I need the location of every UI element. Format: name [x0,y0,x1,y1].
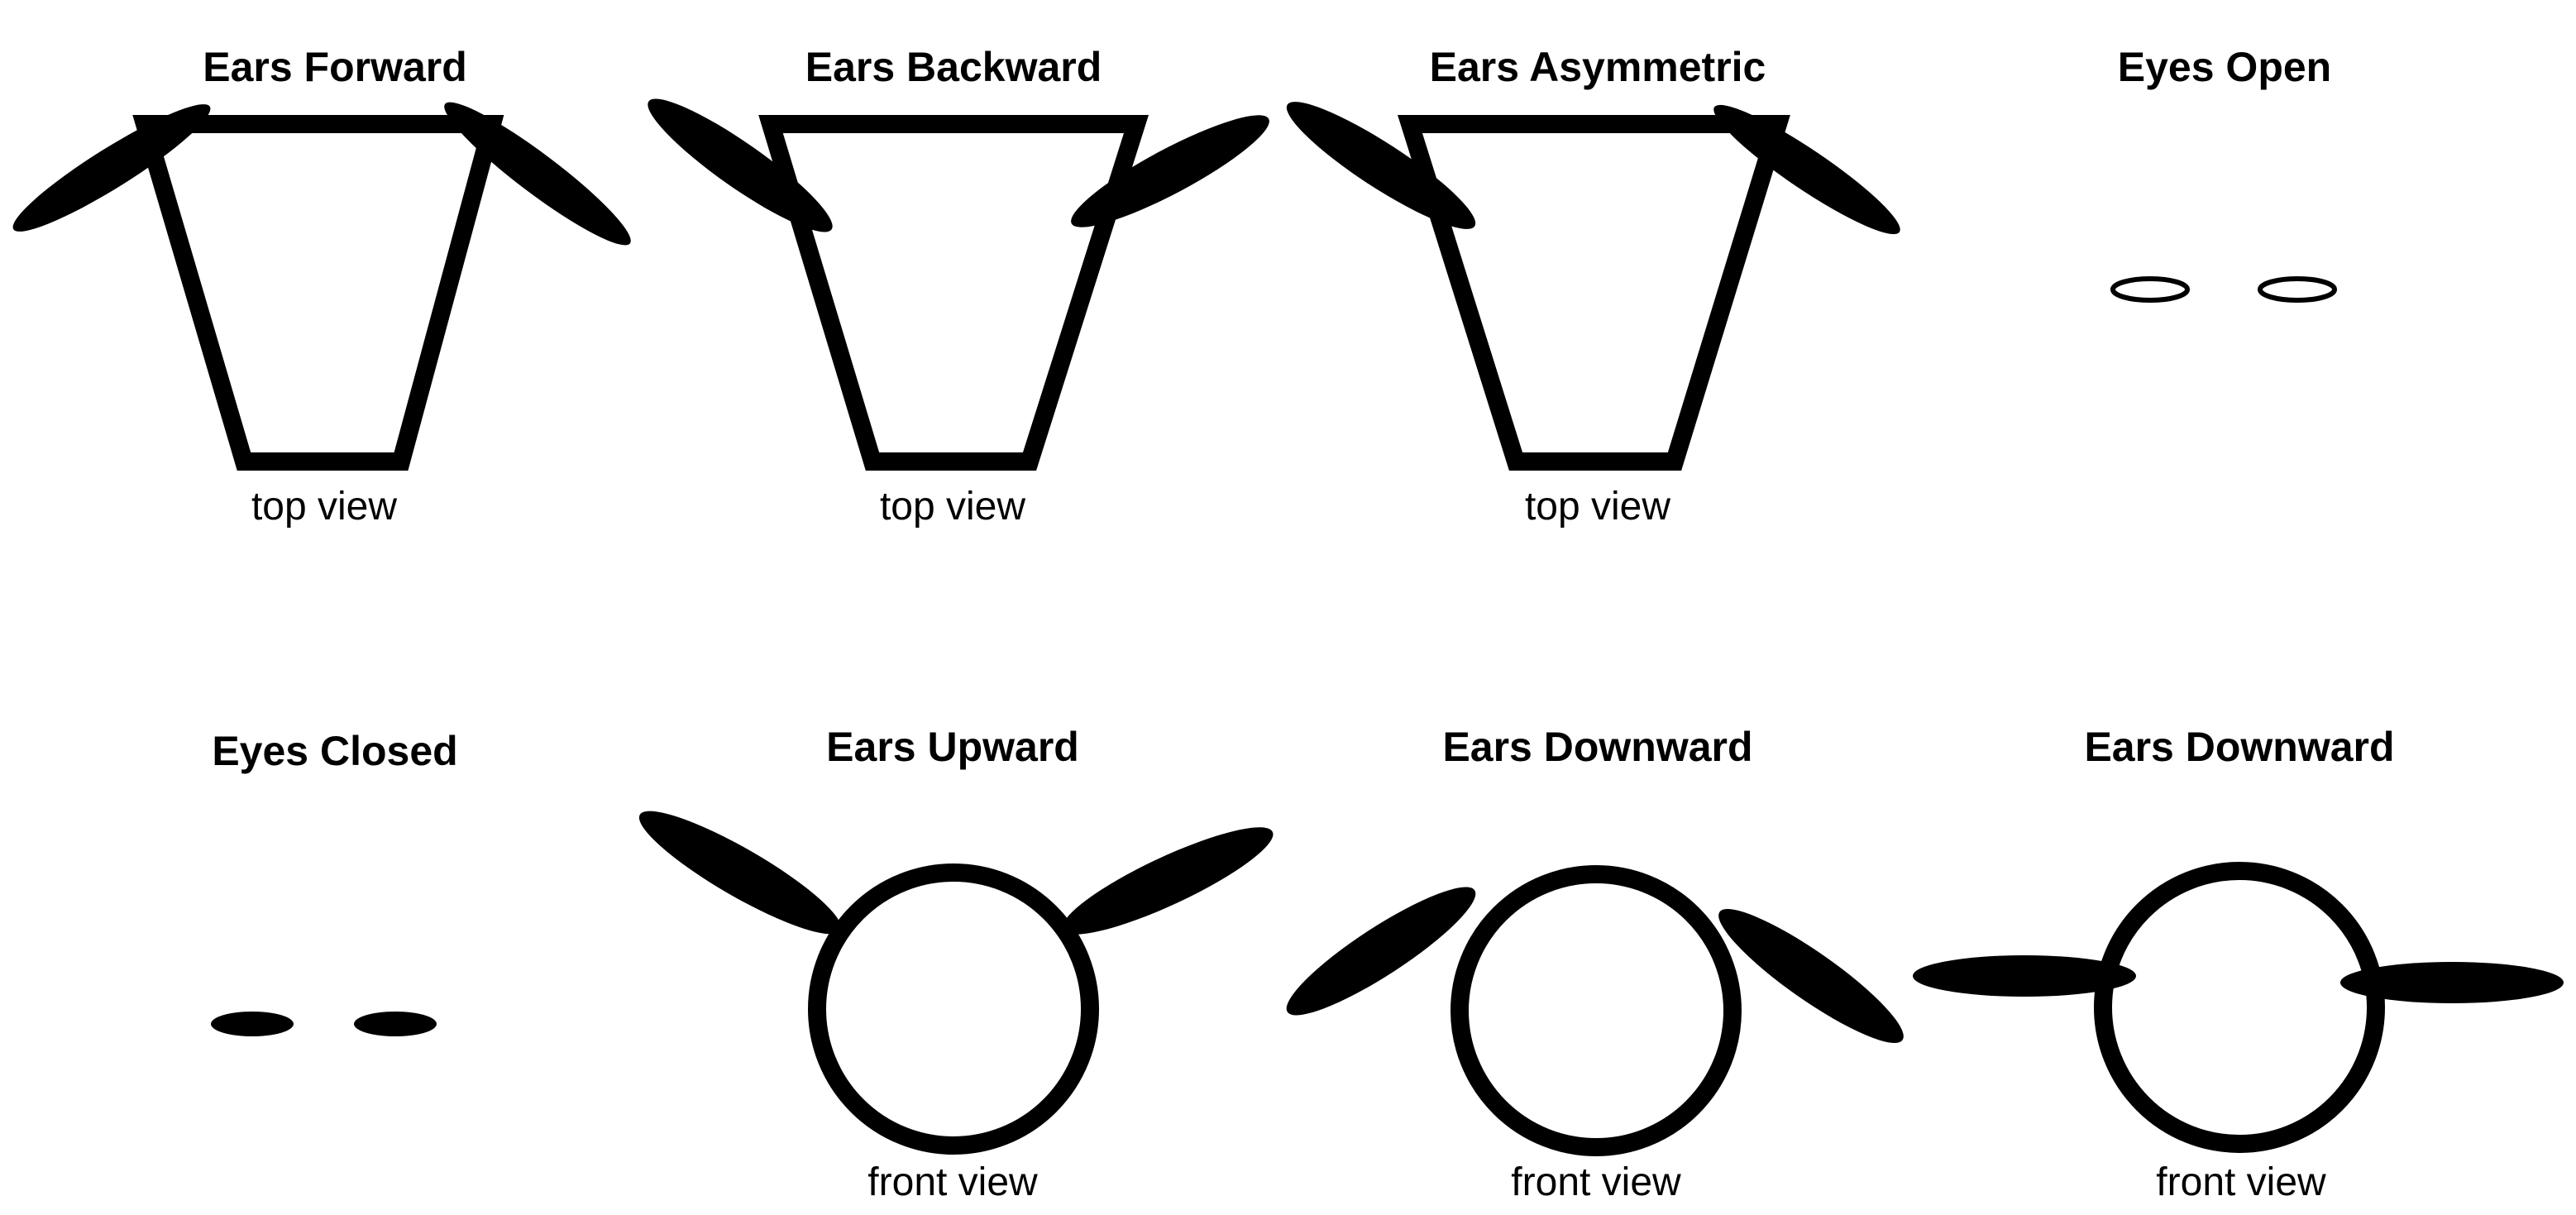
panel-eyes-closed: Eyes Closed [211,728,458,1036]
head-outline-top [132,115,504,471]
panel-title: Ears Asymmetric [1430,44,1766,90]
panel-ears-downward-angled: Ears Downward front view [1286,724,1904,1204]
right-ear [1062,827,1274,935]
head-outline-top [1398,115,1790,471]
left-ear [12,104,211,232]
right-ear [444,102,631,246]
panel-title: Ears Downward [2084,724,2394,770]
panel-title: Ears Forward [203,44,467,90]
head-outline-top [758,115,1149,471]
head-outline-front [1450,865,1742,1156]
panel-ears-downward-horizontal: Ears Downward front view [1913,724,2564,1204]
panel-title: Ears Downward [1442,724,1752,770]
head-outline-front [2094,862,2385,1153]
left-ear [638,811,842,935]
view-caption: front view [1511,1160,1681,1204]
panel-title: Ears Backward [805,44,1102,90]
left-ear [648,98,833,232]
left-ear [1913,955,2136,997]
right-eye-closed [354,1012,437,1036]
panel-eyes-open: Eyes Open [2110,44,2337,303]
right-eye-open [2258,276,2337,303]
right-ear [1071,115,1269,227]
panel-ears-upward: Ears Upward front view [638,724,1274,1204]
view-caption: top view [251,485,397,529]
right-ear [2340,962,2564,1003]
left-ear [1286,102,1476,229]
view-caption: front view [2156,1160,2326,1204]
view-caption: top view [1525,485,1670,529]
panel-ears-backward: Ears Backward top view [648,44,1269,529]
panel-ears-asymmetric: Ears Asymmetric top view [1286,44,1900,529]
panel-title: Eyes Open [2118,44,2331,90]
panel-ears-forward: Ears Forward top view [12,44,631,529]
left-eye-open [2110,276,2190,303]
left-ear [1286,887,1476,1016]
right-ear [1713,104,1900,235]
left-eye-closed [211,1012,294,1036]
view-caption: front view [867,1160,1038,1204]
panel-title: Ears Upward [826,724,1079,770]
right-ear [1718,909,1904,1043]
view-caption: top view [880,485,1025,529]
panel-title: Eyes Closed [212,728,457,774]
head-outline-front [808,863,1099,1155]
